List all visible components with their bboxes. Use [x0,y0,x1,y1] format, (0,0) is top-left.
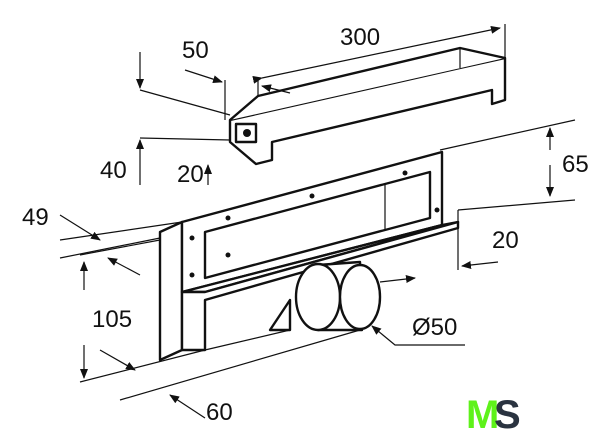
dim-height-105: 105 [92,306,132,333]
drain-body [158,150,460,362]
dim-depth-60: 60 [206,399,233,426]
dim-height-65: 65 [562,151,589,178]
dim-width-50: 50 [182,37,209,64]
ms-logo: M S [466,393,521,437]
outlet-pipe [294,260,382,332]
logo-m: M [466,393,499,437]
screw-icon [243,129,251,137]
dim-offset-20: 20 [492,227,519,254]
dim-height-40: 40 [100,157,127,184]
dim-depth-20: 20 [177,161,204,188]
dimension-lines [59,24,576,419]
dim-length-300: 300 [340,24,380,51]
logo-s: S [494,393,521,437]
dim-pipe-diameter: Ø50 [412,314,457,341]
dim-depth-49: 49 [22,204,49,231]
top-bracket [228,46,507,166]
